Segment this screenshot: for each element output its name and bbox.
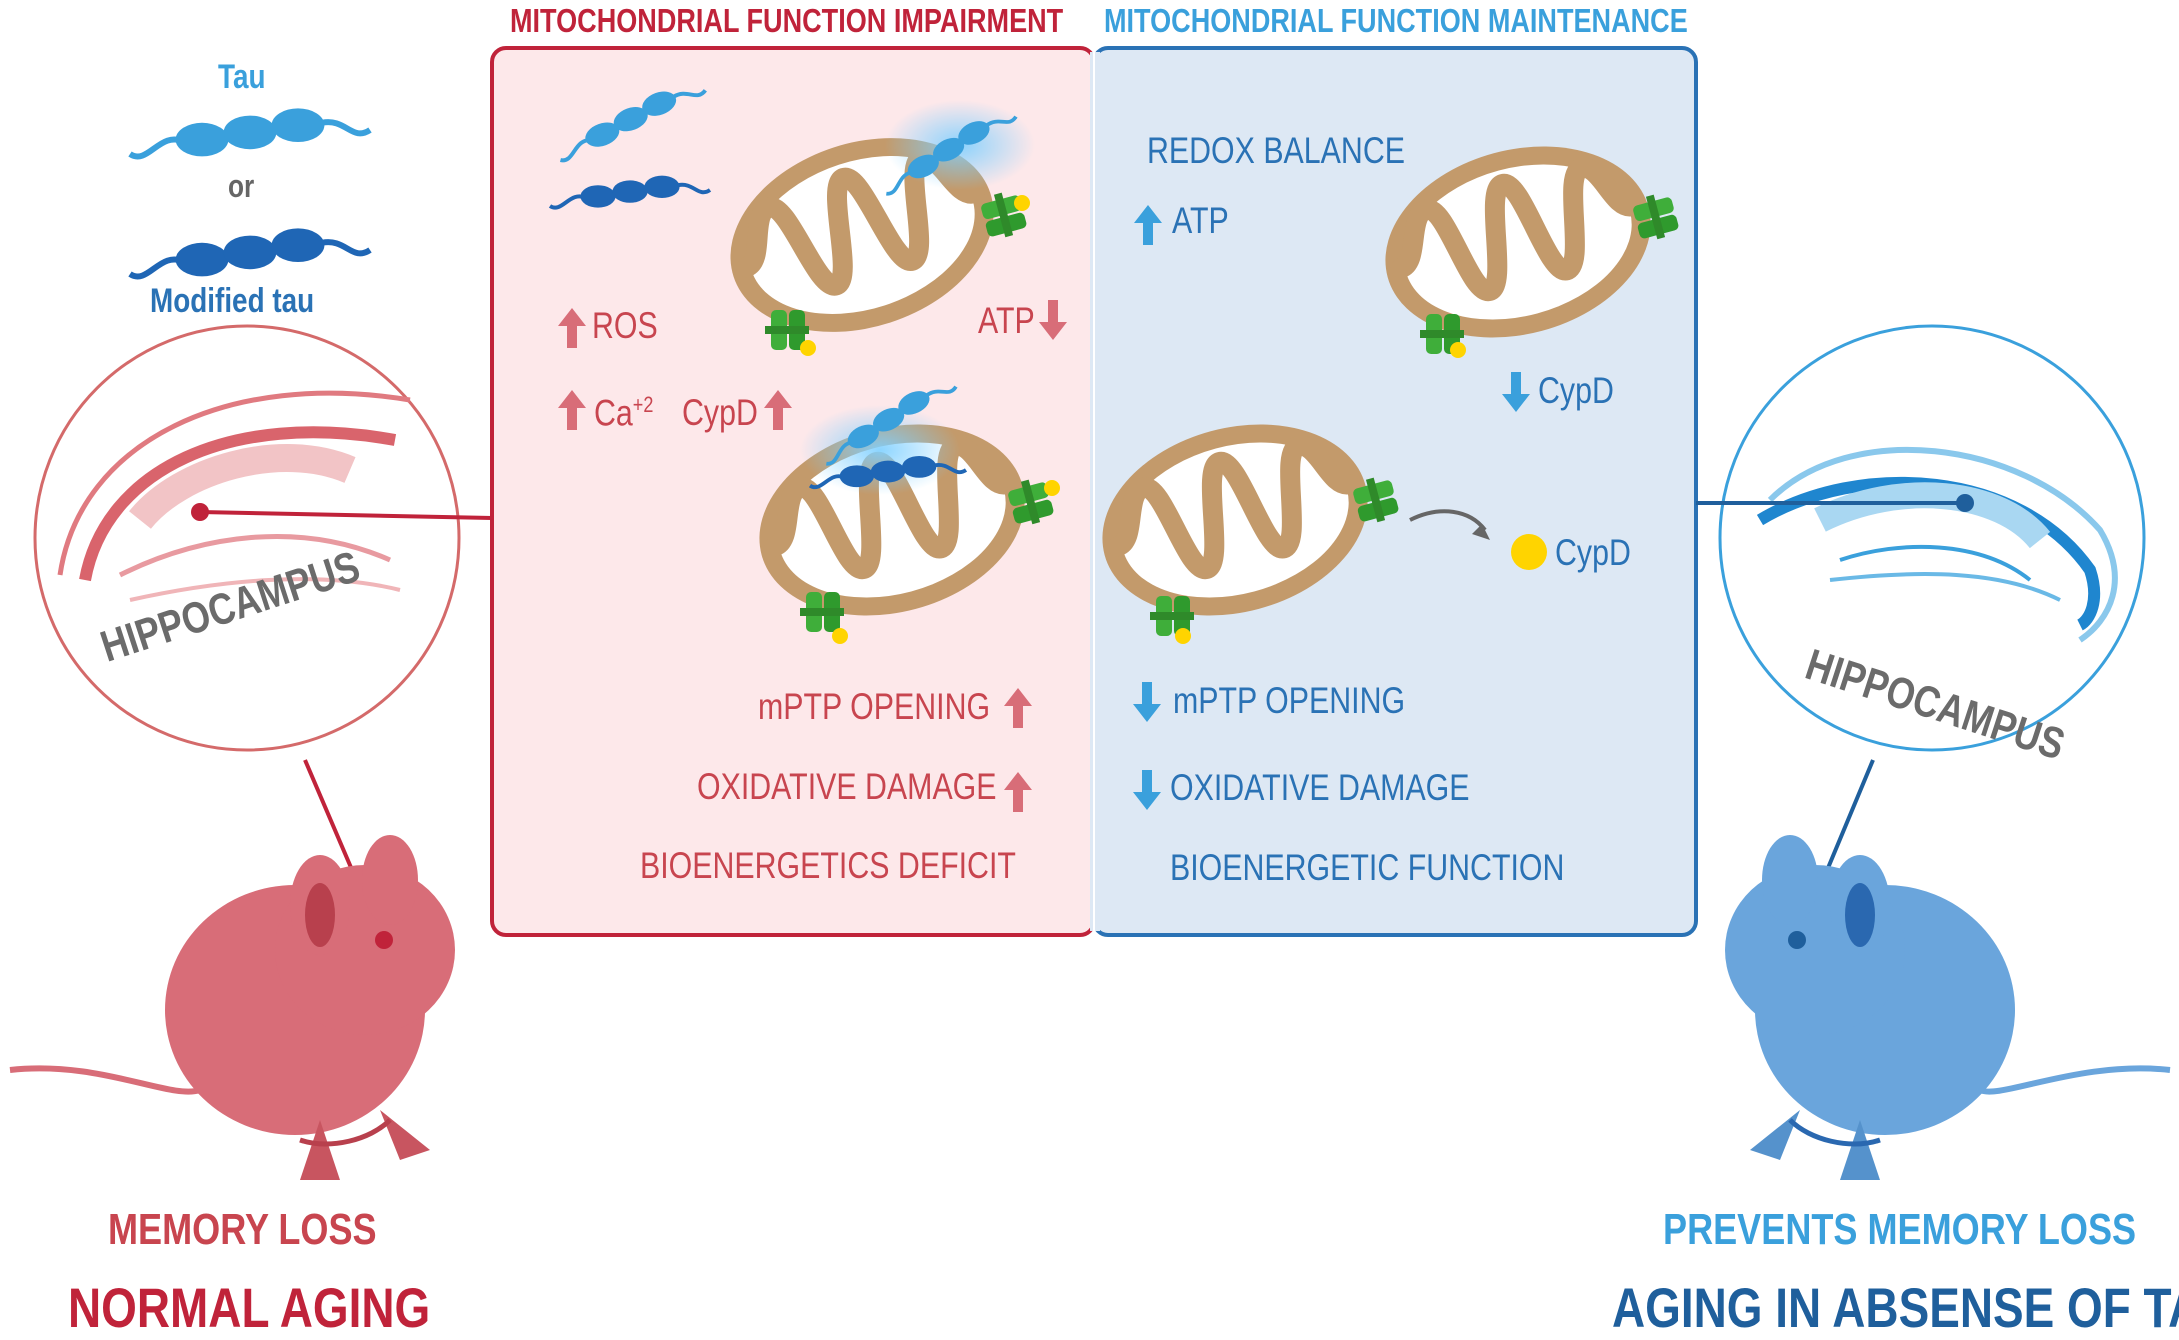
release-arrow-icon [1409, 509, 1490, 540]
memory-loss-label: MEMORY LOSS [108, 1205, 377, 1254]
calcium-charge: +2 [632, 392, 654, 417]
mptp-opening-down-label: mPTP OPENING [1173, 680, 1406, 721]
arrow-down-atp [1039, 300, 1067, 340]
arrow-up-cypd [764, 390, 792, 430]
tau-bound-glow-2 [800, 372, 968, 495]
prevents-memory-loss-label: PREVENTS MEMORY LOSS [1663, 1205, 2137, 1254]
mptp-opening-up-label: mPTP OPENING [758, 686, 991, 727]
arrow-down-mptp [1133, 682, 1161, 722]
atp-up-label: ATP [1172, 200, 1229, 241]
mitochondrion-bottom-left [738, 396, 1060, 644]
arrow-up-ca [558, 390, 586, 430]
arrow-up-atp-right [1134, 205, 1162, 245]
oxidative-damage-down-label: OXIDATIVE DAMAGE [1170, 767, 1470, 808]
mitochondrion-bottom-right [1081, 396, 1401, 644]
mitochondrion-top-right [1364, 118, 1681, 366]
tau-protein-icon [130, 108, 370, 156]
red-mouse-icon [9, 835, 455, 1180]
cypd-down-label: CypD [1538, 370, 1614, 411]
right-hippocampus-circle [1696, 324, 2146, 941]
atp-down-label: ATP [978, 300, 1035, 341]
bioenergetic-function-label: BIOENERGETIC FUNCTION [1170, 847, 1565, 888]
blue-mouse-icon [1725, 835, 2171, 1180]
left-hippocampus-circle [33, 324, 493, 941]
normal-aging-label: NORMAL AGING [68, 1276, 431, 1339]
cypd-released-dot [1511, 534, 1547, 570]
arrow-up-mptp [1004, 688, 1032, 728]
modified-tau-protein-icon [130, 228, 370, 276]
oxidative-damage-up-label: OXIDATIVE DAMAGE [697, 766, 997, 807]
calcium-label: Ca+2 [594, 392, 654, 434]
maintenance-header: MITOCHONDRIAL FUNCTION MAINTENANCE [1104, 2, 1688, 39]
tau-bound-glow-1 [872, 100, 1035, 197]
impairment-header: MITOCHONDRIAL FUNCTION IMPAIRMENT [510, 2, 1064, 39]
tau-legend-label: Tau [218, 58, 266, 96]
arrow-up-oxidative [1004, 772, 1032, 812]
or-label: or [228, 168, 255, 204]
cypd-released-label: CypD [1555, 532, 1631, 573]
bioenergetics-deficit-label: BIOENERGETICS DEFICIT [640, 845, 1016, 886]
arrow-down-cypd [1502, 372, 1530, 412]
mitochondrion-top-left [705, 106, 1030, 364]
arrow-up-ros [558, 308, 586, 348]
aging-absence-of-tau-label: AGING IN ABSENSE OF TAU [1612, 1276, 2179, 1339]
modified-tau-label: Modified tau [150, 282, 315, 320]
ros-label: ROS [592, 305, 658, 346]
redox-balance-label: REDOX BALANCE [1147, 130, 1405, 171]
arrow-down-oxidative [1133, 770, 1161, 810]
cypd-up-label: CypD [682, 392, 758, 433]
